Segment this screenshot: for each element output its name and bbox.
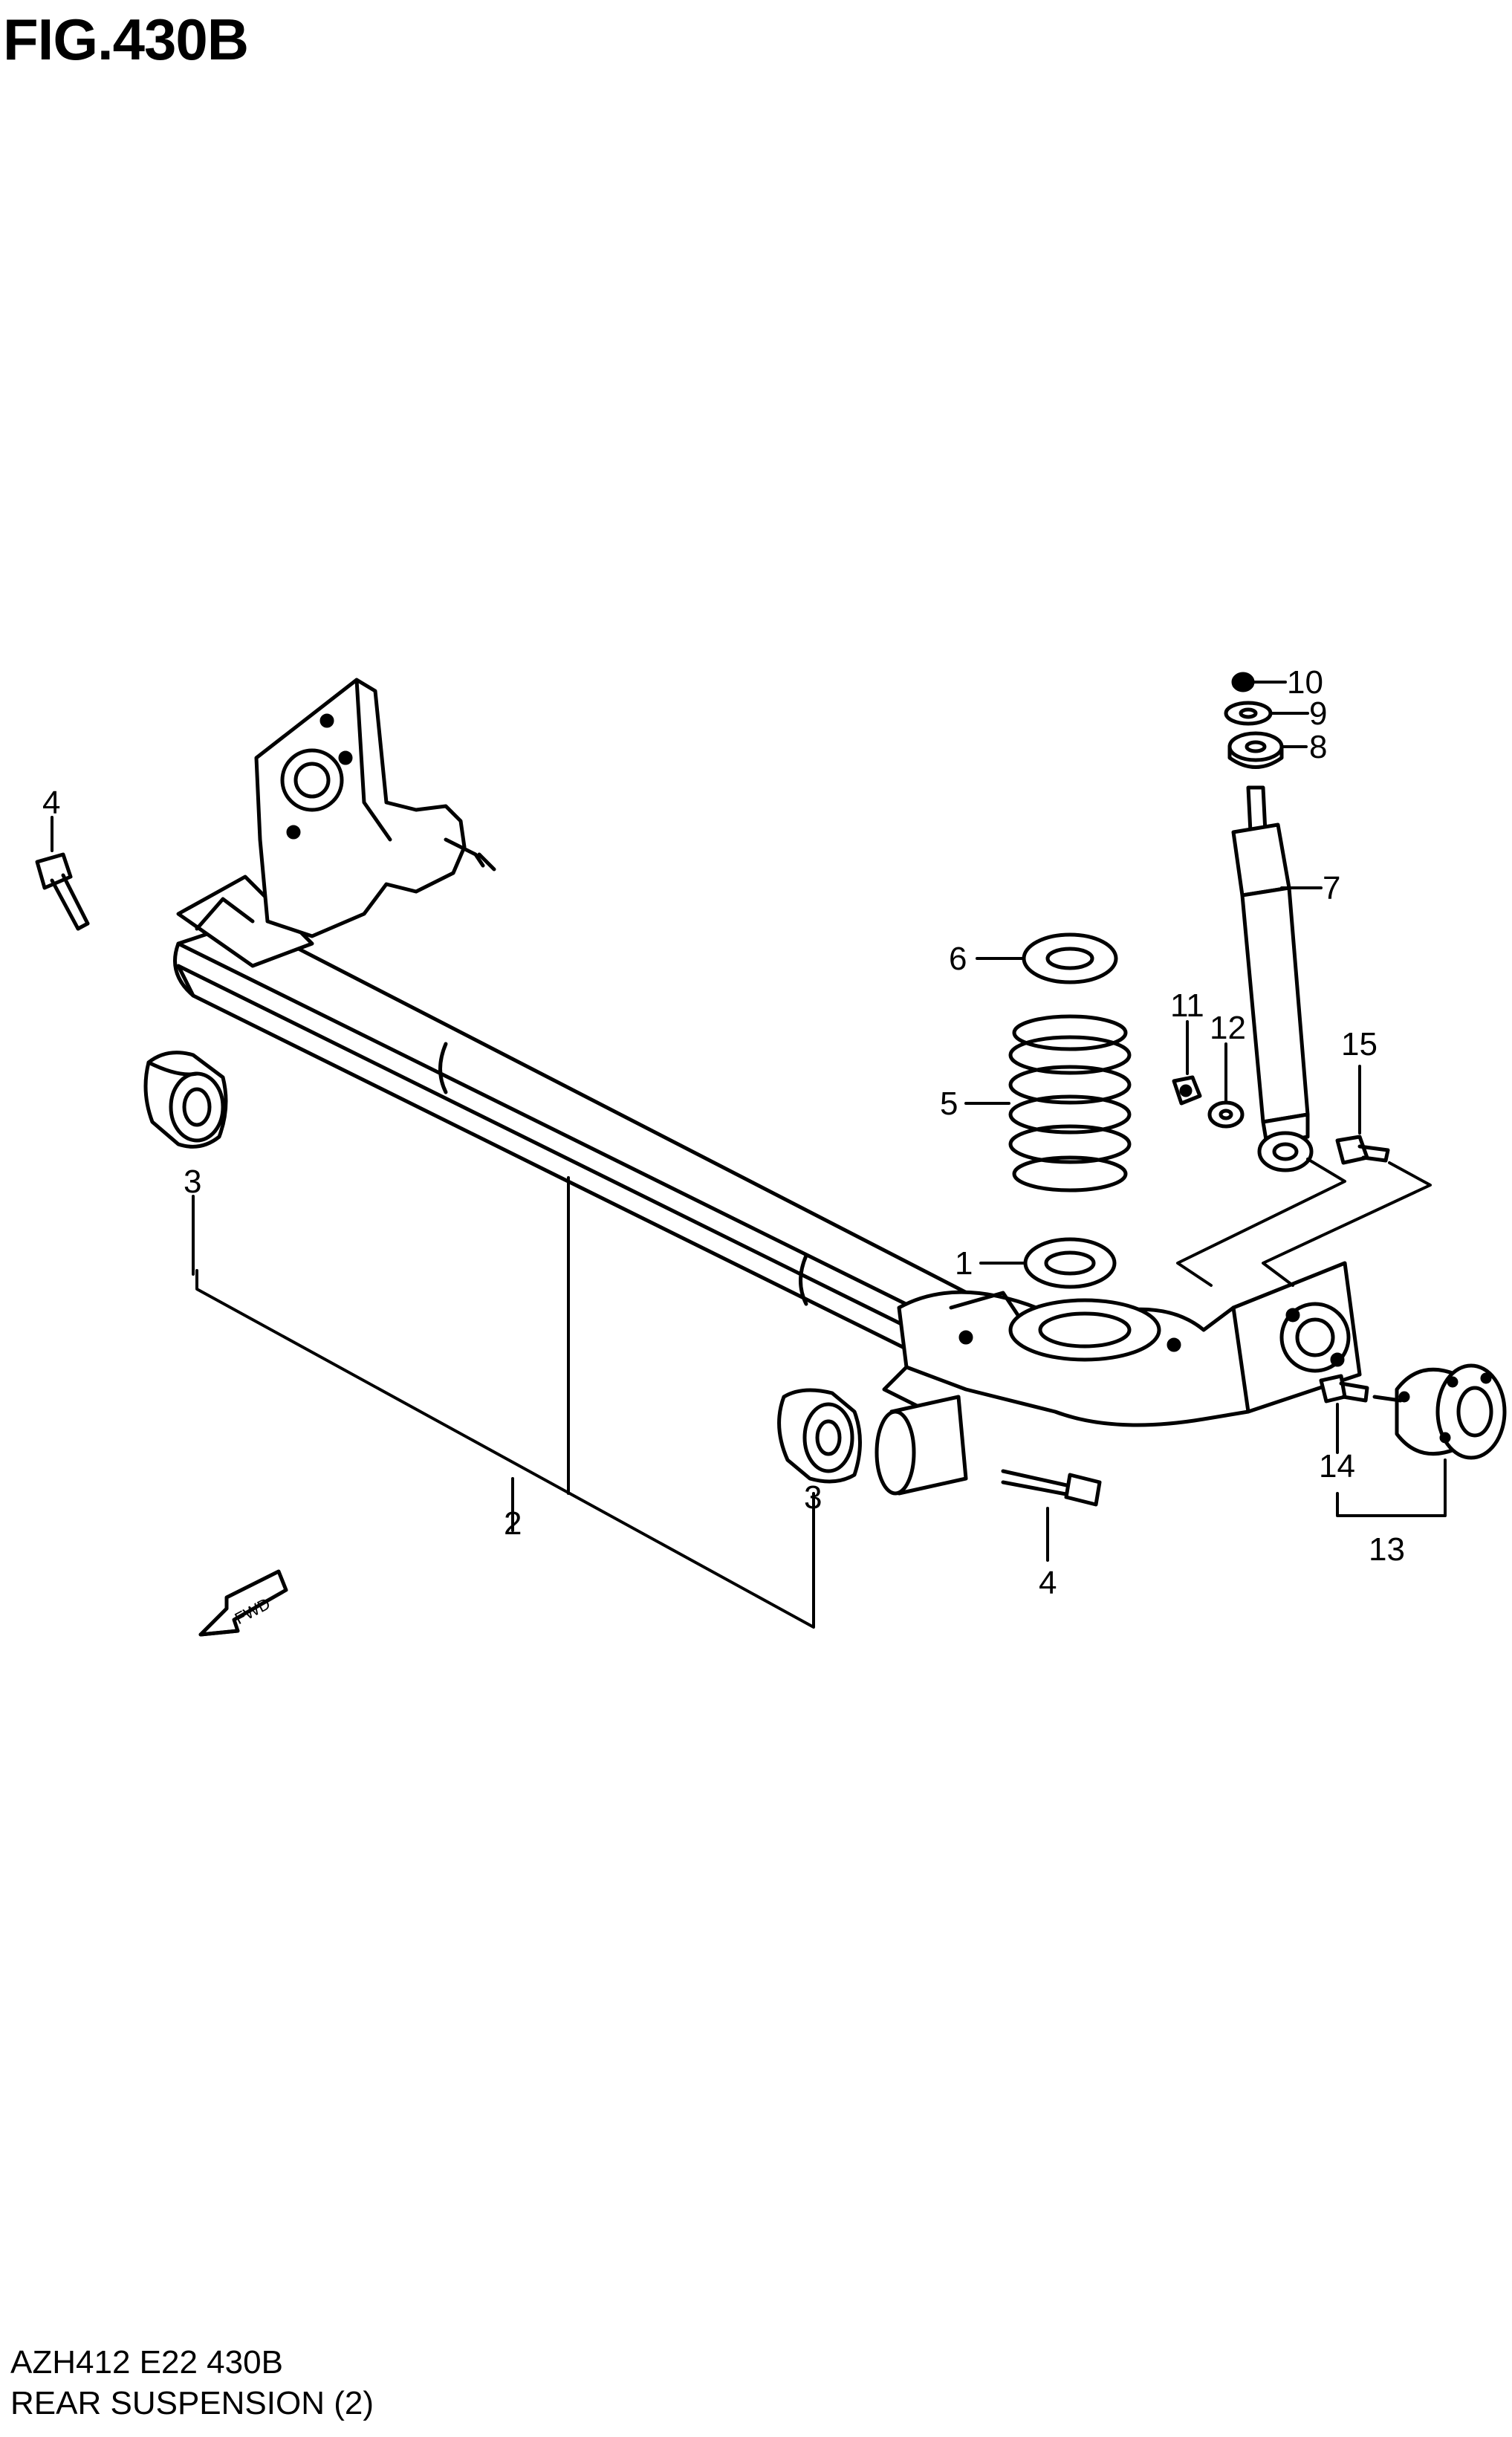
bolt-left (35, 852, 90, 931)
callout-12: 12 (1210, 1010, 1246, 1046)
spring-seat-lower (1023, 1237, 1117, 1289)
callout-10: 10 (1287, 664, 1323, 701)
callout-8: 8 (1309, 729, 1327, 765)
spring-seat-upper (1022, 932, 1118, 984)
callout-11: 11 (1170, 987, 1204, 1024)
callout-4-left: 4 (42, 785, 60, 821)
figure-title: FIG.430B (3, 7, 249, 72)
part-13-leader (1336, 1458, 1447, 1517)
callout-4-center: 4 (1039, 1565, 1057, 1601)
callout-14: 14 (1319, 1448, 1355, 1484)
lower-washer (1207, 1100, 1245, 1129)
rear-axle-beam (173, 678, 1362, 1427)
footer-code: AZH412 E22 430B (10, 2344, 283, 2381)
nut-lower (1172, 1075, 1202, 1106)
coil-spring (1008, 1014, 1132, 1192)
upper-bushing (1227, 731, 1284, 769)
part-2-leader (195, 1176, 815, 1629)
callout-5: 5 (940, 1086, 958, 1122)
callout-3-left: 3 (184, 1164, 201, 1200)
nut-top (1231, 672, 1255, 692)
callout-7: 7 (1323, 870, 1340, 906)
callout-13: 13 (1369, 1531, 1405, 1568)
shock-mount-leader (1176, 1158, 1432, 1287)
bushing-center (777, 1388, 862, 1484)
callout-15: 15 (1341, 1026, 1378, 1062)
callout-2: 2 (504, 1505, 522, 1542)
wheel-hub (1372, 1363, 1507, 1460)
bolt-center (1001, 1469, 1102, 1507)
trailing-arm-front-end (875, 1395, 968, 1496)
hub-bolt (1319, 1374, 1369, 1404)
shock-absorber (1231, 785, 1314, 1172)
bushing-left (143, 1051, 228, 1149)
callout-6: 6 (949, 941, 967, 977)
callout-9: 9 (1309, 695, 1327, 732)
callout-3-center: 3 (804, 1479, 822, 1516)
washer (1224, 701, 1273, 726)
shock-bolt (1335, 1135, 1390, 1165)
footer-name: REAR SUSPENSION (2) (10, 2385, 374, 2421)
callout-1: 1 (955, 1245, 973, 1282)
fwd-arrow (198, 1569, 288, 1637)
callout-labels: 1 2 3 3 4 4 5 6 7 8 9 10 11 12 13 14 15 … (42, 664, 1405, 1628)
